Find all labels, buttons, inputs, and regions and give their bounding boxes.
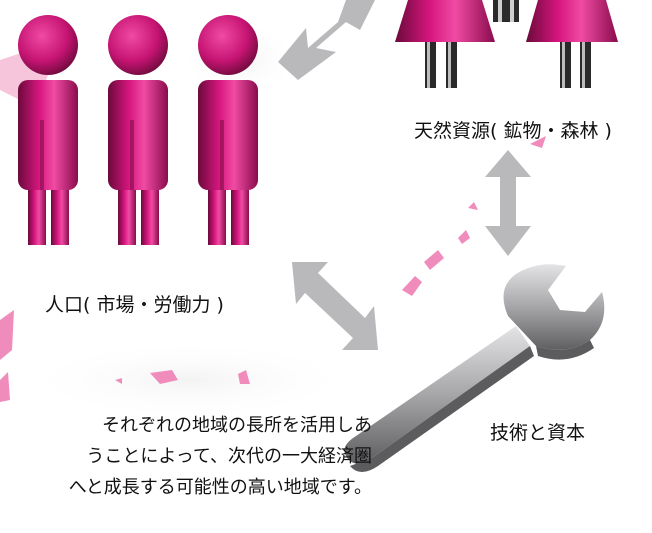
description-line: うことによって、次代の一大経済圏: [86, 446, 372, 467]
person-icon: [198, 15, 258, 245]
arrow-people-tech: [292, 262, 378, 350]
people-group: [18, 15, 258, 245]
resource-cone-icon: [526, 0, 618, 88]
person-icon: [18, 15, 78, 245]
description-line: それぞれの地域の長所を活用しあ: [102, 415, 372, 436]
tech-capital-label: 技術と資本: [490, 422, 586, 444]
map-background: [0, 20, 546, 420]
description-line: へと成長する可能性の高い地域です。: [68, 477, 372, 498]
resource-cone-icon: [395, 0, 495, 88]
wrench-icon: [344, 264, 605, 472]
person-icon: [108, 15, 168, 245]
population-label: 人口( 市場・労働力 ): [45, 294, 224, 316]
resources-label: 天然資源( 鉱物・森林 ): [414, 120, 612, 142]
description-text: それぞれの地域の長所を活用しあ うことによって、次代の一大経済圏 へと成長する可…: [0, 410, 372, 503]
arrow-resources-tech: [485, 150, 531, 256]
resource-cone-icon: [493, 0, 519, 22]
arrow-people-resources: [278, 0, 375, 80]
resources-group: [395, 0, 618, 88]
